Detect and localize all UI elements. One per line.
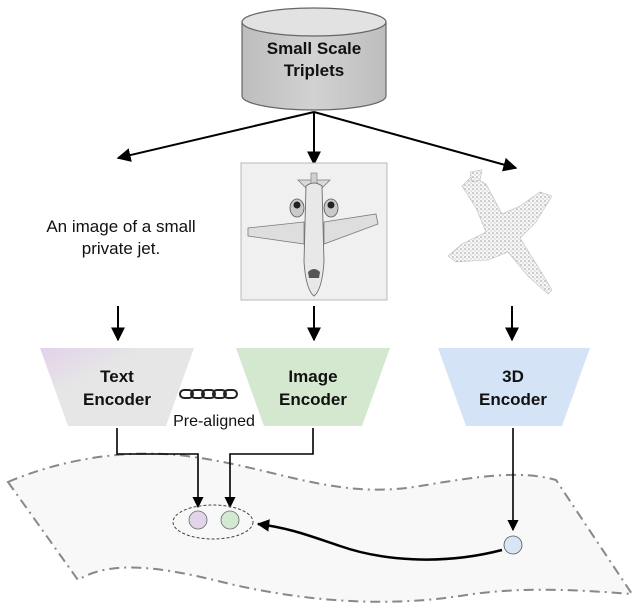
dataset-database: Small Scale Triplets (241, 7, 387, 111)
three-d-embedding-point (503, 535, 523, 555)
caption-line1: An image of a small (46, 217, 195, 236)
embedding-space (6, 452, 634, 603)
aligned-cluster-outline (172, 504, 254, 540)
image-embedding-point (220, 510, 240, 530)
text-encoder-line1: Text (100, 367, 134, 386)
encoder-output-arrows (116, 428, 519, 532)
point-cloud-icon (447, 169, 553, 295)
encoder-input-arrows (111, 306, 519, 342)
alignment-arrow (256, 519, 503, 561)
image-encoder: Image Encoder (236, 348, 390, 426)
text-encoder: Text Encoder (40, 348, 194, 426)
pre-aligned-label: Pre-aligned (173, 413, 255, 430)
dataset-label-line2: Triplets (284, 61, 344, 80)
three-d-encoder: 3D Encoder (438, 348, 590, 426)
text-embedding-point (188, 510, 208, 530)
chain-link-icon (179, 389, 238, 399)
text-encoder-line2: Encoder (83, 390, 151, 409)
caption-line2: private jet. (82, 239, 160, 258)
dataset-label-line1: Small Scale (267, 39, 362, 58)
airplane-image (240, 162, 388, 301)
airplane-icon (247, 172, 379, 297)
image-encoder-line2: Encoder (279, 390, 347, 409)
three-d-encoder-line2: Encoder (479, 390, 547, 409)
image-encoder-line1: Image (288, 367, 337, 386)
text-caption: An image of a small private jet. (46, 217, 195, 258)
three-d-encoder-line1: 3D (502, 367, 524, 386)
dataset-arrows (116, 111, 518, 172)
